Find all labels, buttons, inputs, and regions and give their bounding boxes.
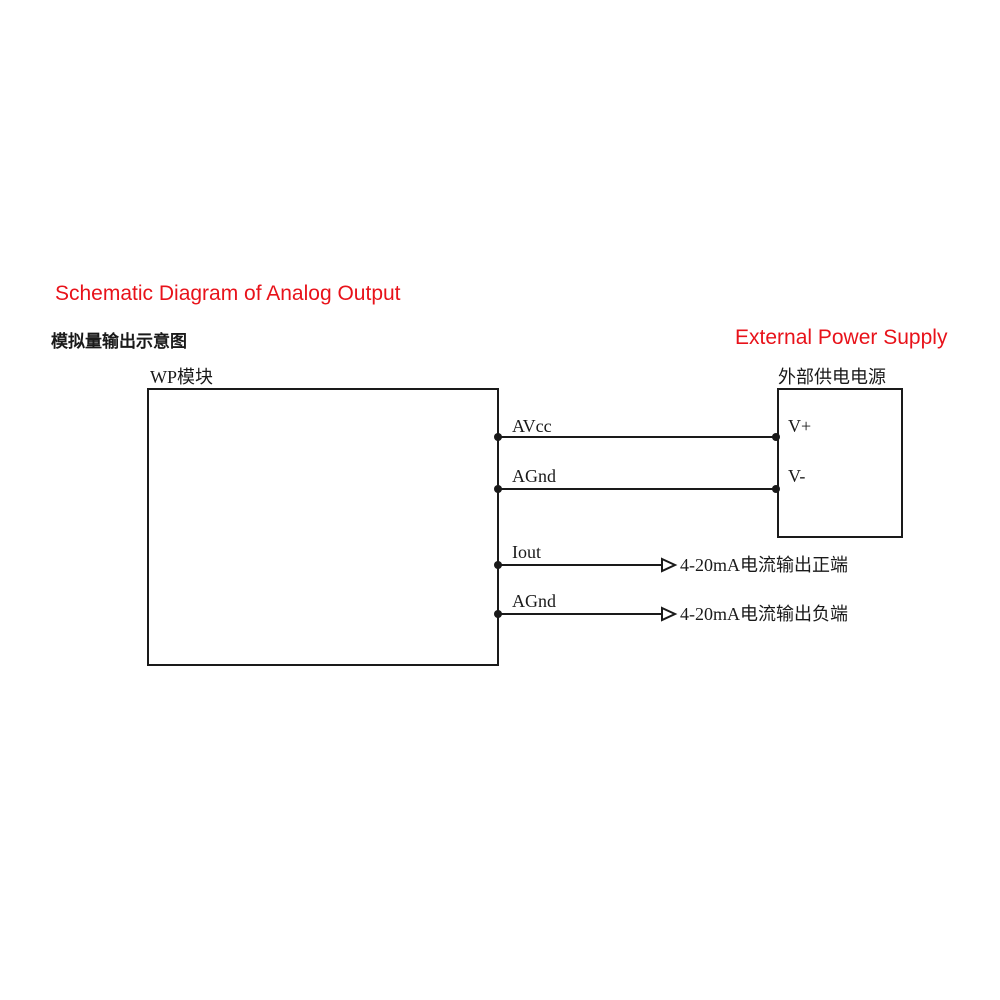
pin-label-iout: Iout: [512, 542, 541, 562]
pin-label-vplus: V+: [788, 416, 811, 436]
output-label-positive: 4-20mA电流输出正端: [680, 555, 848, 575]
power-supply-box: [777, 388, 903, 538]
agnd-output-arrow-icon: [661, 606, 678, 622]
output-label-negative: 4-20mA电流输出负端: [680, 604, 848, 624]
power-supply-title-en: External Power Supply: [735, 326, 948, 349]
iout-arrow-icon: [661, 557, 678, 573]
avcc-junction-dot: [494, 433, 502, 441]
pin-label-agnd-output: AGnd: [512, 591, 556, 611]
agnd-output-junction-dot: [494, 610, 502, 618]
pin-label-vminus: V-: [788, 466, 805, 486]
vplus-junction-dot: [772, 433, 780, 441]
pin-label-avcc: AVcc: [512, 416, 552, 436]
module-box: [147, 388, 499, 666]
iout-junction-dot: [494, 561, 502, 569]
vminus-junction-dot: [772, 485, 780, 493]
pin-label-agnd-power: AGnd: [512, 466, 556, 486]
diagram-title-en: Schematic Diagram of Analog Output: [55, 282, 401, 305]
power-supply-caption: 外部供电电源: [778, 367, 886, 387]
agnd-power-junction-dot: [494, 485, 502, 493]
diagram-title-cn: 模拟量输出示意图: [51, 332, 187, 352]
module-caption: WP模块: [150, 367, 213, 387]
